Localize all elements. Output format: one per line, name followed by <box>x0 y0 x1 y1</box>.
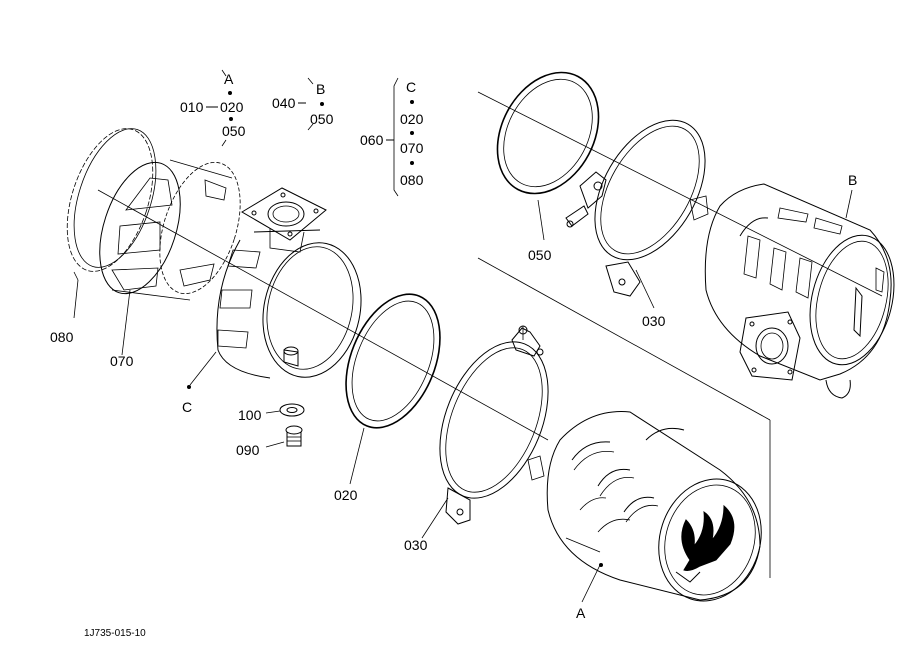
callout-b-title: B <box>316 81 325 97</box>
callout-b-prefix: 040 <box>272 95 296 111</box>
callout-dot <box>320 102 324 106</box>
callout-dot <box>410 100 414 104</box>
callout-c-item-080: 080 <box>400 172 424 188</box>
part-070-inner-element <box>99 159 241 356</box>
callout-dot <box>229 117 233 121</box>
label-c: C <box>182 399 192 415</box>
label-050: 050 <box>528 247 552 263</box>
part-c-housing <box>187 187 362 389</box>
center-lines <box>97 91 883 578</box>
label-b: B <box>848 172 857 188</box>
part-b-upper-cap <box>704 183 895 399</box>
part-030-lower-clamp <box>421 325 549 539</box>
callout-c-item-020: 020 <box>400 111 424 127</box>
callout-dot <box>410 131 414 135</box>
part-080-outer-screen <box>66 128 157 319</box>
callout-group-c: C 060 020 070 080 <box>360 77 424 197</box>
callout-c-item-070: 070 <box>400 140 424 156</box>
callout-a-title: A <box>224 71 234 87</box>
label-020: 020 <box>334 487 358 503</box>
callout-b-item-050: 050 <box>310 111 334 127</box>
part-100-washer <box>265 403 305 417</box>
callout-a-item-020: 020 <box>220 99 244 115</box>
part-030-upper-clamp <box>565 119 709 309</box>
part-090-bolt <box>265 425 303 448</box>
callout-c-title: C <box>406 79 416 95</box>
part-050-seal-ring <box>496 71 600 241</box>
part-a-lower-cap <box>546 411 762 603</box>
label-100: 100 <box>238 407 262 423</box>
callout-dot <box>410 161 414 165</box>
callout-a-prefix: 010 <box>180 99 204 115</box>
part-labels: 080 070 C 100 090 020 030 A 050 030 B <box>50 172 857 621</box>
drawing-code: 1J735-015-10 <box>84 628 146 639</box>
callout-a-item-050: 050 <box>222 123 246 139</box>
callout-c-prefix: 060 <box>360 132 384 148</box>
callout-group-a: A 010 020 050 <box>180 69 246 147</box>
label-030-upper: 030 <box>642 313 666 329</box>
part-020-seal-ring <box>345 293 441 485</box>
callout-dot <box>228 91 232 95</box>
label-090: 090 <box>236 442 260 458</box>
label-030-lower: 030 <box>404 537 428 553</box>
label-a: A <box>576 605 586 621</box>
label-070: 070 <box>110 353 134 369</box>
callout-group-b: B 040 050 <box>272 77 334 131</box>
label-080: 080 <box>50 329 74 345</box>
